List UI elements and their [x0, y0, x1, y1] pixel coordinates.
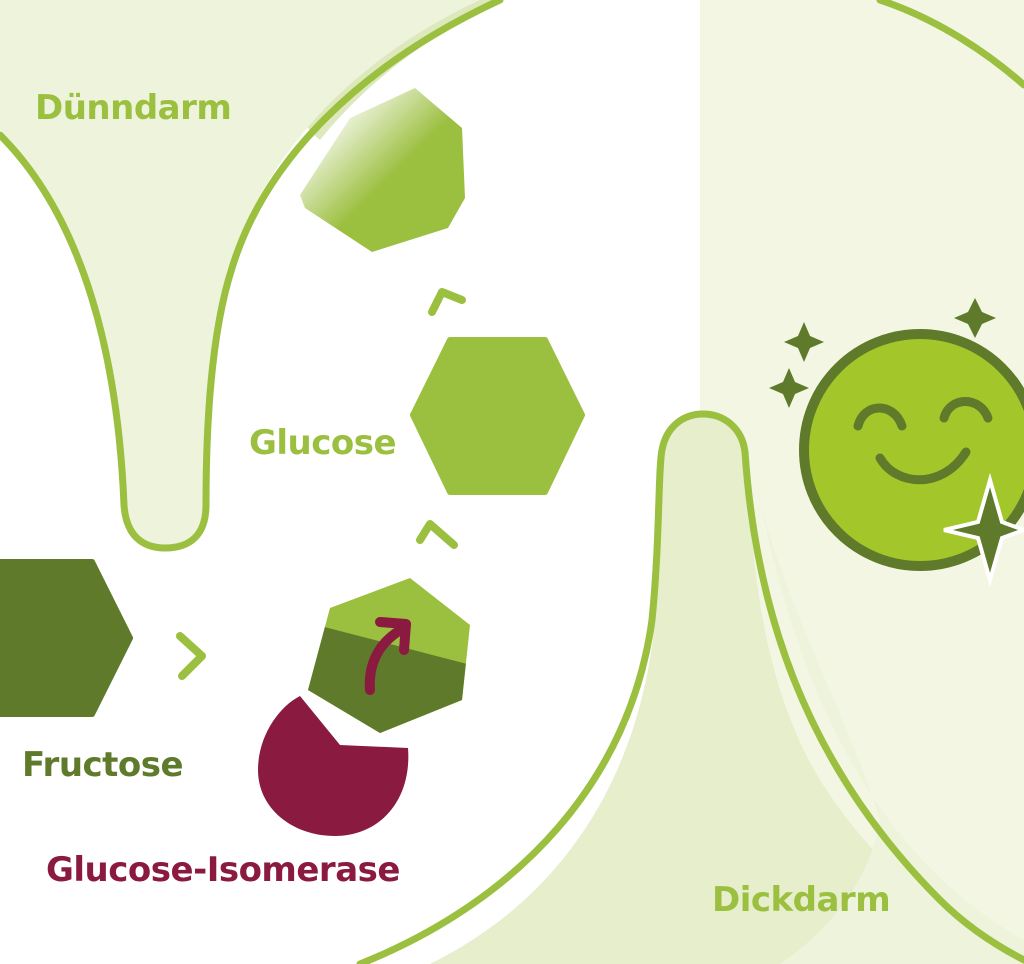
colon-top-outline [876, 0, 1024, 89]
large-intestine-outline [356, 410, 1024, 964]
glucose-label: Glucose [249, 423, 397, 463]
glucose-hexagon [410, 337, 585, 495]
small-intestine-label: Dünndarm [35, 88, 232, 128]
sparkle-icon [954, 298, 996, 338]
absorbed-glucose-hexagon [300, 88, 465, 252]
curved-arrow-head [375, 617, 411, 655]
chevron-icon [416, 520, 458, 549]
fructose-label: Fructose [22, 745, 184, 785]
chevron-icon [176, 632, 206, 680]
right-lower-pale [760, 500, 1024, 964]
smiling-face-icon [799, 329, 1024, 571]
large-intestine-fill [430, 414, 1024, 964]
chevron-icon [428, 288, 466, 316]
sparkle-icon [769, 368, 809, 408]
sparkle-icon [784, 322, 824, 362]
enzyme-label: Glucose-Isomerase [46, 850, 400, 890]
small-intestine-outline [0, 0, 504, 552]
large-intestine-label: Dickdarm [712, 880, 891, 920]
sparkle-icon [943, 472, 1024, 588]
fructose-hexagon [0, 559, 133, 717]
small-intestine-fill [0, 0, 480, 548]
glucose-isomerase-enzyme [258, 696, 409, 836]
curved-arrow-icon [364, 623, 409, 695]
